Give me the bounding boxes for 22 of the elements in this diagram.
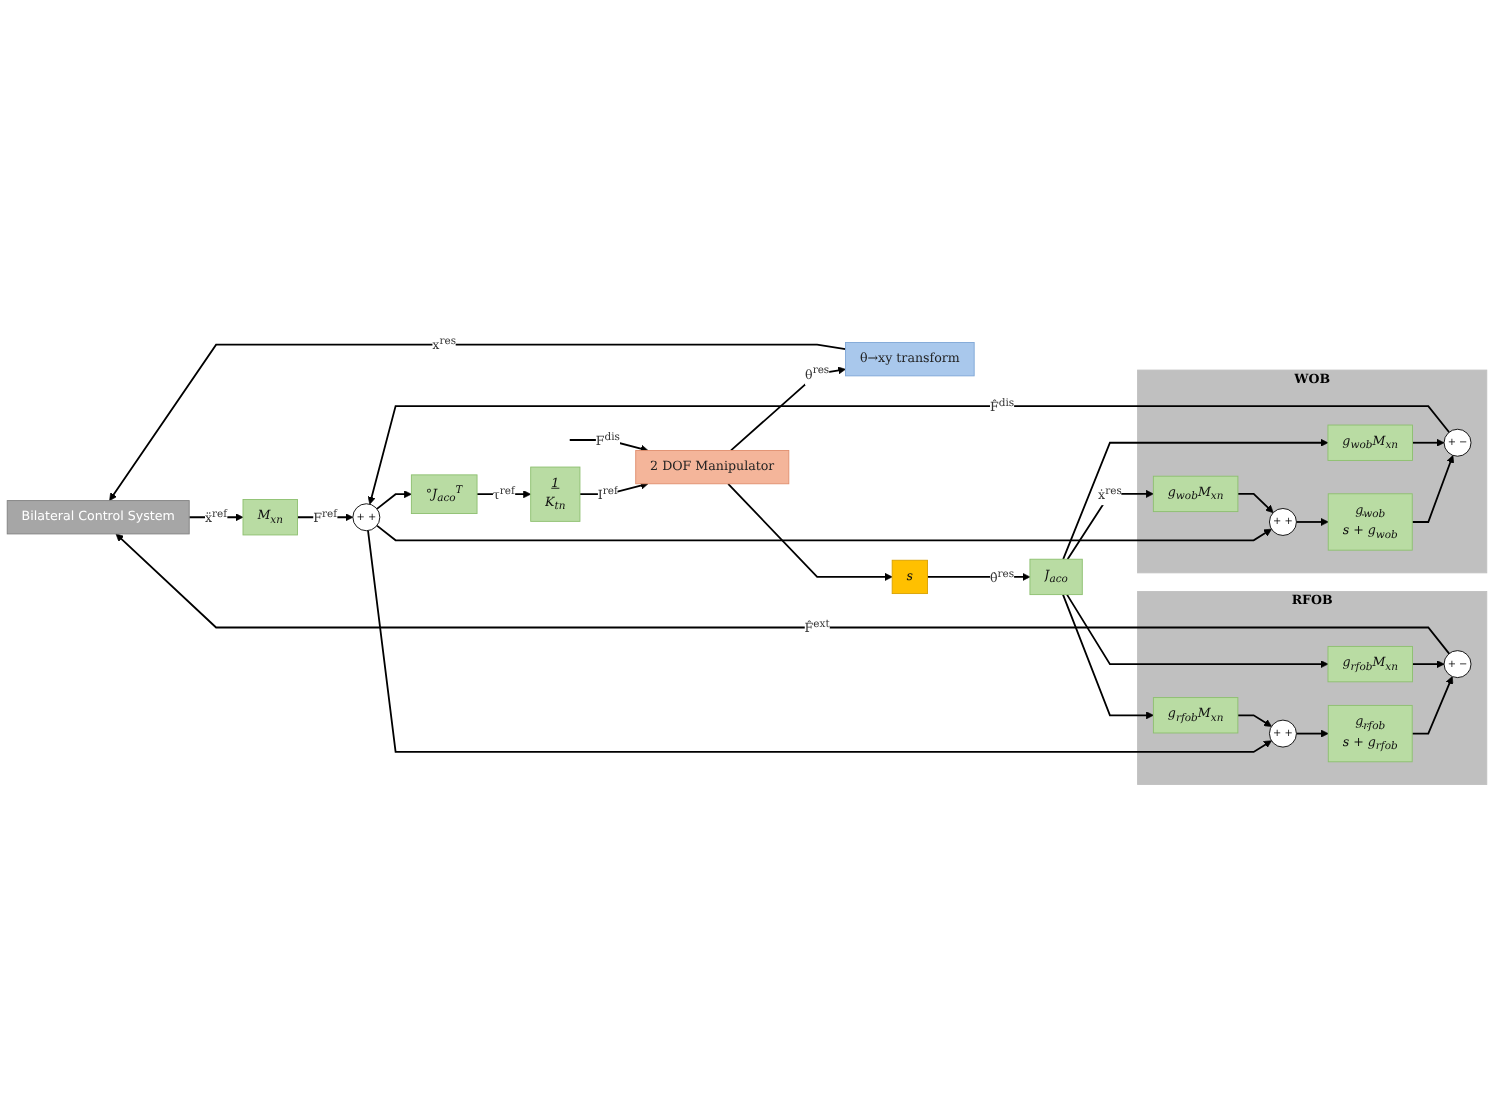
arrow <box>188 513 244 522</box>
arrow <box>1411 455 1455 523</box>
arrow <box>367 405 1450 505</box>
arrow <box>1411 676 1454 735</box>
arrow <box>1411 660 1445 669</box>
arrow <box>1066 489 1154 561</box>
arrow <box>1295 518 1329 526</box>
arrow <box>1411 438 1445 447</box>
arrow <box>730 366 846 452</box>
arrow <box>109 343 847 501</box>
arrow <box>476 490 532 499</box>
arrow <box>1066 593 1329 669</box>
arrow <box>115 533 1450 655</box>
arrow <box>376 490 412 510</box>
arrow <box>367 529 1272 753</box>
arrow <box>1062 593 1154 720</box>
arrow <box>727 482 893 581</box>
arrow <box>1237 493 1274 513</box>
arrow <box>1062 438 1329 561</box>
arrow <box>1295 729 1329 738</box>
arrow <box>1236 714 1272 727</box>
arrow <box>376 524 1272 542</box>
